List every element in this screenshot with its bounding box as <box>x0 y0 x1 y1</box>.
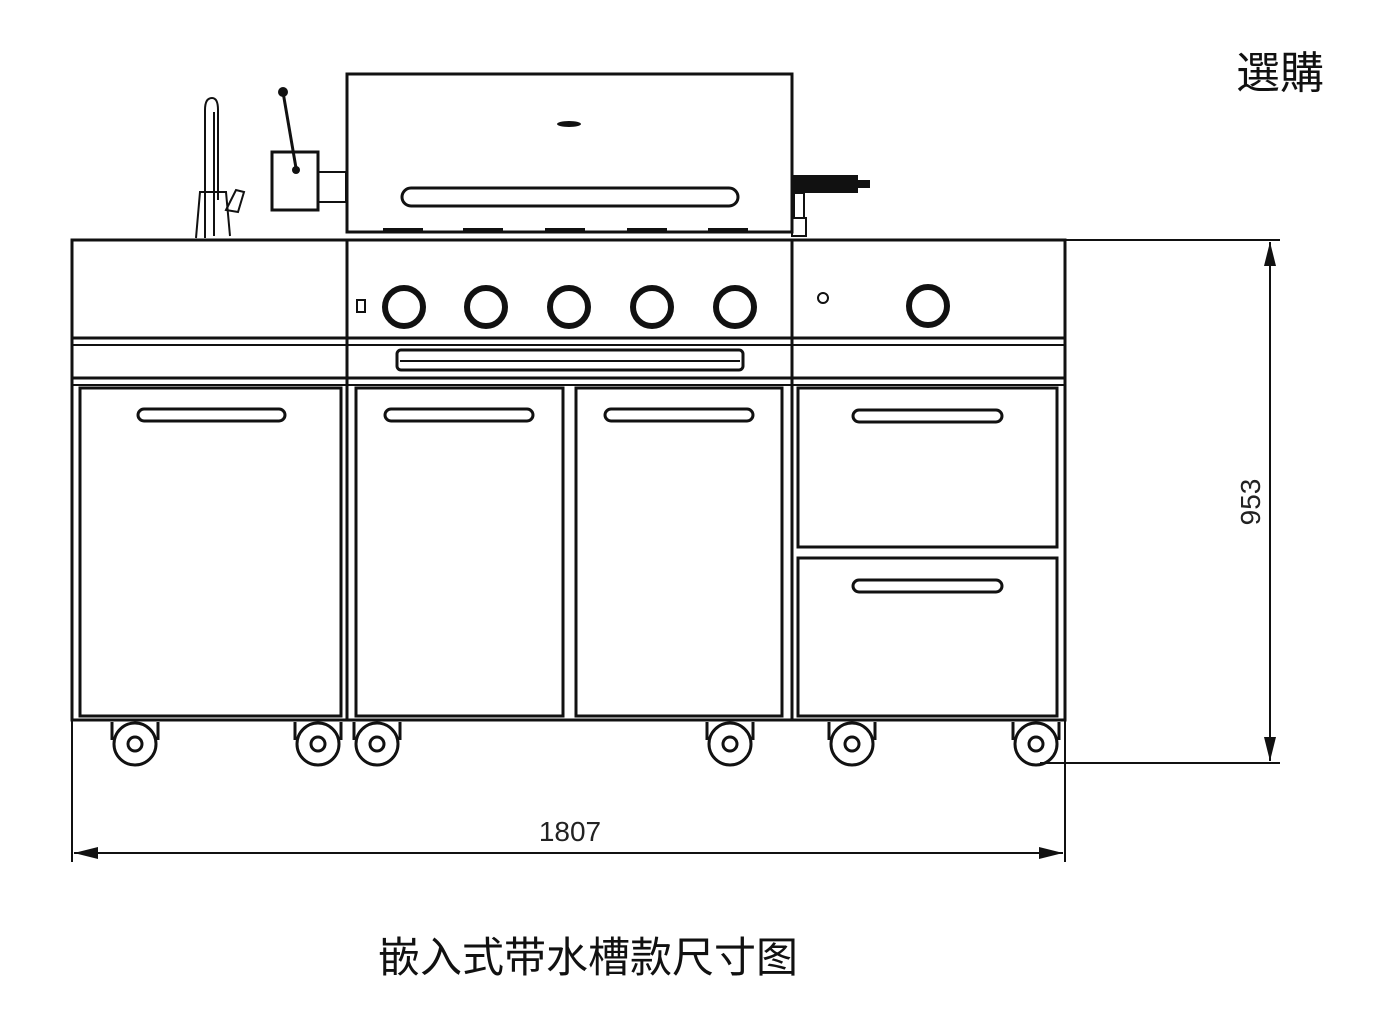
width-dimension: 1807 <box>71 720 1066 862</box>
logo-emblem <box>557 121 581 127</box>
burner-knob-icon <box>382 285 426 329</box>
caption: 嵌入式带水槽款尺寸图 <box>378 933 798 982</box>
grill-lid <box>345 72 794 234</box>
caster-wheels <box>110 721 1061 767</box>
wheel-icon <box>352 721 402 767</box>
wheel-icon <box>705 721 755 767</box>
burner-knob-icon <box>464 285 508 329</box>
width-label: 1807 <box>539 816 601 847</box>
wheel-icon <box>293 721 343 767</box>
wheel-icon <box>827 721 877 767</box>
height-dimension: 953 <box>1040 239 1280 764</box>
doors <box>78 386 1059 718</box>
side-burner-knob-icon <box>906 284 950 328</box>
burner-knob-icon <box>713 285 757 329</box>
height-label: 953 <box>1235 479 1266 526</box>
faucet <box>195 96 246 239</box>
wheel-icon <box>1011 721 1061 767</box>
control-panel <box>356 284 950 372</box>
burner-knob-icon <box>630 285 674 329</box>
side-burner <box>270 87 347 212</box>
rotisserie-motor <box>791 175 870 237</box>
cabinet-body <box>70 238 1067 722</box>
wheel-icon <box>110 721 160 767</box>
burner-knob-icon <box>547 285 591 329</box>
corner-label: 選購 <box>1236 48 1324 99</box>
